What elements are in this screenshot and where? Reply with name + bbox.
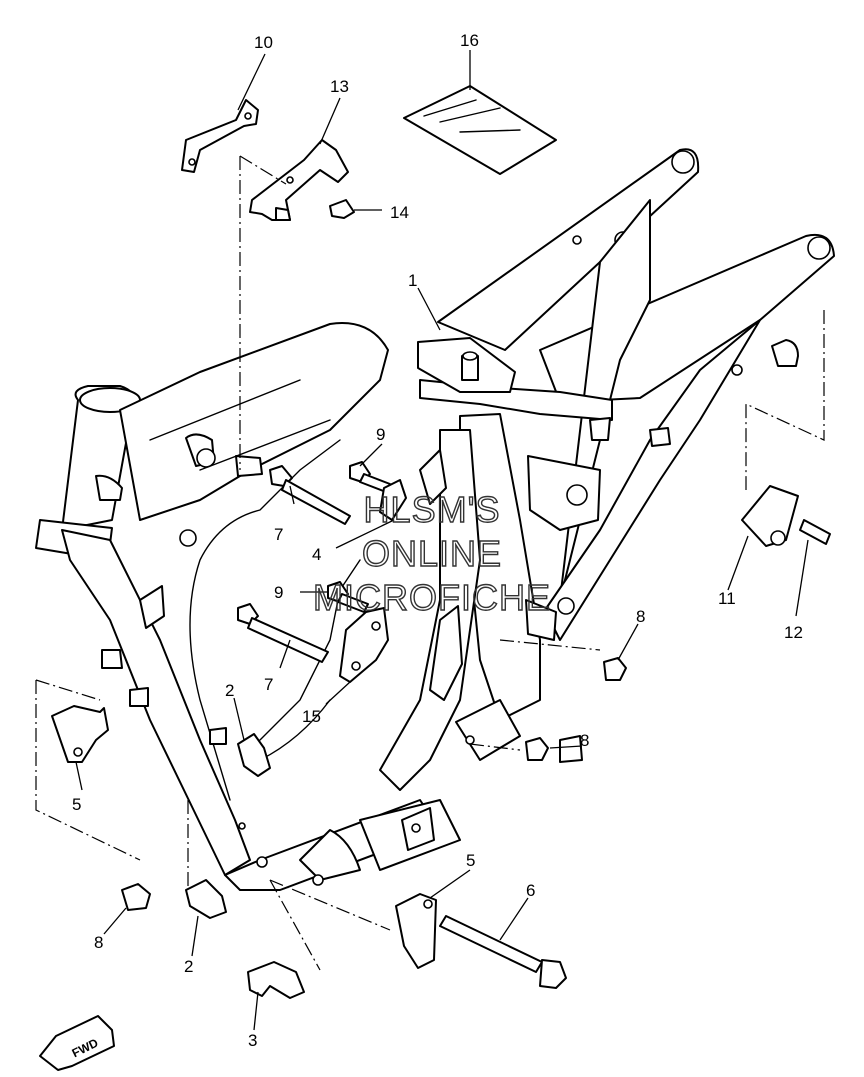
callout-8: 8 [94, 933, 103, 952]
part-4-bracket [379, 479, 407, 521]
part-9-bolt-upper [349, 461, 391, 493]
callout-16: 16 [460, 31, 479, 50]
part-2-clip-upper [237, 733, 271, 777]
part-8-nut-left [121, 883, 151, 911]
part-7-bolt-upper [269, 465, 351, 525]
part-8-nut-right-upper [603, 657, 627, 681]
main-frame [35, 148, 835, 891]
callout-11: 11 [718, 589, 736, 608]
assembly-guides [35, 155, 825, 971]
callout-3: 3 [248, 1031, 257, 1050]
callout-2: 2 [184, 957, 193, 976]
part-16-decal [403, 85, 557, 175]
part-3-clip [247, 961, 305, 999]
callout-5: 5 [72, 795, 81, 814]
part-8-nut-right-lower [525, 737, 549, 761]
part-5-plate-right [395, 893, 437, 969]
callout-4: 4 [312, 545, 321, 564]
part-9-bolt-lower [327, 581, 369, 613]
callout-9: 9 [274, 583, 283, 602]
callout-10: 10 [254, 33, 273, 52]
watermark: HLSM'S ONLINE MICROFICHE [312, 488, 551, 618]
callout-8: 8 [636, 607, 645, 626]
part-10-clamp [181, 99, 259, 173]
leader-lines [75, 50, 809, 1031]
part-11-bracket [741, 485, 799, 547]
part-15-plate [339, 607, 389, 683]
watermark-line-1: HLSM'S [364, 489, 501, 530]
callout-6: 6 [526, 881, 535, 900]
callout-1: 1 [408, 271, 417, 290]
callout-7: 7 [264, 675, 273, 694]
part-5-plate-left [51, 705, 109, 763]
callout-7: 7 [274, 525, 283, 544]
part-2-clip-lower [185, 879, 227, 919]
fwd-arrow-badge: FWD [39, 1015, 115, 1071]
part-6-bolt [439, 915, 567, 989]
part-14-bolt [329, 199, 382, 219]
callouts: 1 2 2 3 4 5 5 6 7 7 8 8 8 9 9 10 11 12 1… [72, 31, 803, 1050]
watermark-line-3: MICROFICHE [313, 577, 551, 618]
callout-8: 8 [580, 731, 589, 750]
part-7-bolt-lower [237, 603, 329, 663]
callout-13: 13 [330, 77, 349, 96]
callout-15: 15 [302, 707, 321, 726]
watermark-line-2: ONLINE [362, 533, 502, 574]
callout-2: 2 [225, 681, 234, 700]
callout-14: 14 [390, 203, 409, 222]
callout-9: 9 [376, 425, 385, 444]
callout-5: 5 [466, 851, 475, 870]
callout-12: 12 [784, 623, 803, 642]
part-12-bolt [799, 519, 831, 545]
